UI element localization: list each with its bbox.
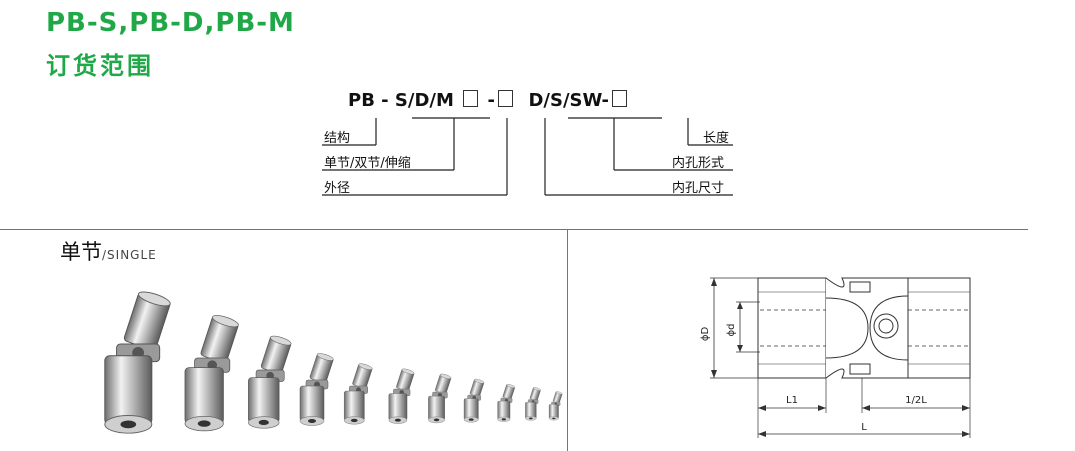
code-box-bore-size (497, 90, 513, 107)
page-subtitle: 订货范围 (46, 52, 154, 80)
dim-phi-d: ϕd (726, 324, 737, 337)
label-outer-diameter: 外径 (324, 181, 351, 196)
label-structure: 结构 (324, 131, 351, 146)
label-length: 长度 (703, 131, 730, 146)
code-box-length (612, 90, 628, 107)
order-code: PB - S/D/M - D/S/SW- (348, 90, 630, 111)
product-photo (104, 288, 563, 434)
dim-phi-D: ϕD (700, 327, 711, 342)
code-dash: - (487, 90, 495, 111)
section-title-en: /SINGLE (102, 248, 157, 262)
code-suffix: D/S/SW- (528, 90, 610, 111)
section-title: 单节/SINGLE (60, 236, 157, 266)
section-divider-horizontal (0, 229, 1028, 230)
dim-L: L (861, 422, 867, 433)
dim-half-L: 1/2L (905, 395, 927, 406)
code-box-outer-diameter (463, 90, 479, 107)
code-prefix: PB - S/D/M (348, 90, 454, 111)
technical-drawing: ϕD ϕd L1 1/2L L (700, 277, 971, 438)
dim-L1: L1 (786, 395, 798, 406)
label-bore-form: 内孔形式 (672, 156, 725, 171)
section-title-cn: 单节 (60, 240, 102, 264)
section-divider-vertical (567, 229, 568, 451)
page-title: PB-S,PB-D,PB-M (46, 8, 295, 38)
label-joint-type: 单节/双节/伸缩 (324, 156, 411, 171)
label-bore-size: 内孔尺寸 (672, 181, 725, 196)
